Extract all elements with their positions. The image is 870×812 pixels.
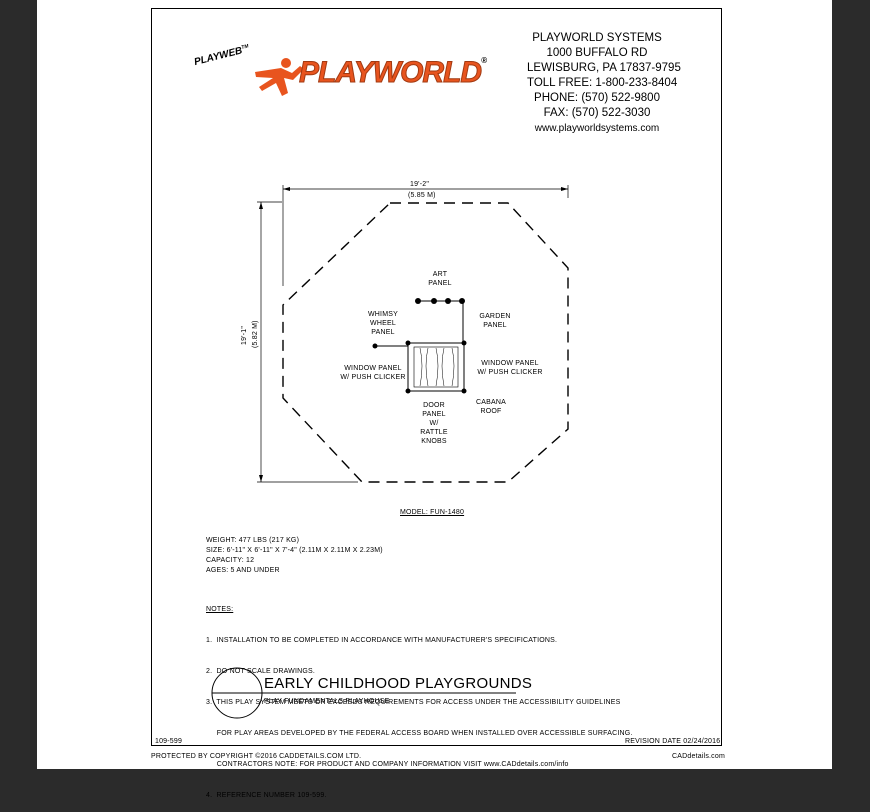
title-text: EARLY CHILDHOOD PLAYGROUNDS: [264, 675, 533, 692]
company-website: www.playworldsystems.com: [534, 123, 660, 134]
dimension-height-m: (5.82 M): [252, 320, 259, 348]
note-item: 4. REFERENCE NUMBER 109-599.: [206, 792, 327, 799]
notes-block: NOTES: 1. INSTALLATION TO BE COMPLETED I…: [206, 585, 633, 812]
company-city: LEWISBURG, PA 17837-9795: [527, 62, 681, 74]
subtitle-text: PLAY FUNDAMENTALS PLAYHOUSE: [264, 698, 390, 705]
revision-date: REVISION DATE 02/24/2016: [625, 738, 721, 745]
model-number: MODEL: FUN-1480: [400, 509, 465, 516]
company-toll-free: TOLL FREE: 1-800-233-8404: [527, 77, 678, 89]
note-item: 1. INSTALLATION TO BE COMPLETED IN ACCOR…: [206, 637, 558, 644]
company-phone: PHONE: (570) 522-9800: [534, 92, 660, 104]
dimension-width-ft: 19'-2": [410, 181, 430, 188]
dimension-height-ft: 19'-1": [241, 325, 248, 345]
caddetails-link[interactable]: CADdetails.com: [672, 753, 725, 760]
spec-capacity: CAPACITY: 12: [206, 557, 255, 564]
drawing-frame: [151, 8, 722, 746]
spec-ages: AGES: 5 AND UNDER: [206, 567, 280, 574]
company-address-block: PLAYWORLD SYSTEMS 1000 BUFFALO RD LEWISB…: [527, 31, 681, 136]
note-item: CONTRACTORS NOTE: FOR PRODUCT AND COMPAN…: [206, 761, 569, 768]
dimension-width-m: (5.85 M): [408, 192, 436, 199]
note-item: FOR PLAY AREAS DEVELOPED BY THE FEDERAL …: [206, 730, 633, 737]
playworld-logo-text: PLAYWORLD®: [298, 56, 486, 90]
copyright-notice: PROTECTED BY COPYRIGHT ©2016 CADDETAILS.…: [151, 753, 362, 760]
company-street: 1000 BUFFALO RD: [546, 47, 648, 59]
notes-heading: NOTES:: [206, 606, 234, 613]
company-fax: FAX: (570) 522-3030: [543, 107, 651, 119]
specs-block: WEIGHT: 477 LBS (217 KG) SIZE: 6'-11" X …: [206, 536, 383, 576]
spec-weight: WEIGHT: 477 LBS (217 KG): [206, 537, 300, 544]
reference-number: 109-599: [155, 738, 183, 745]
company-name: PLAYWORLD SYSTEMS: [532, 32, 662, 44]
spec-size: SIZE: 6'-11" X 6'-11" X 7'-4" (2.11M X 2…: [206, 547, 383, 554]
